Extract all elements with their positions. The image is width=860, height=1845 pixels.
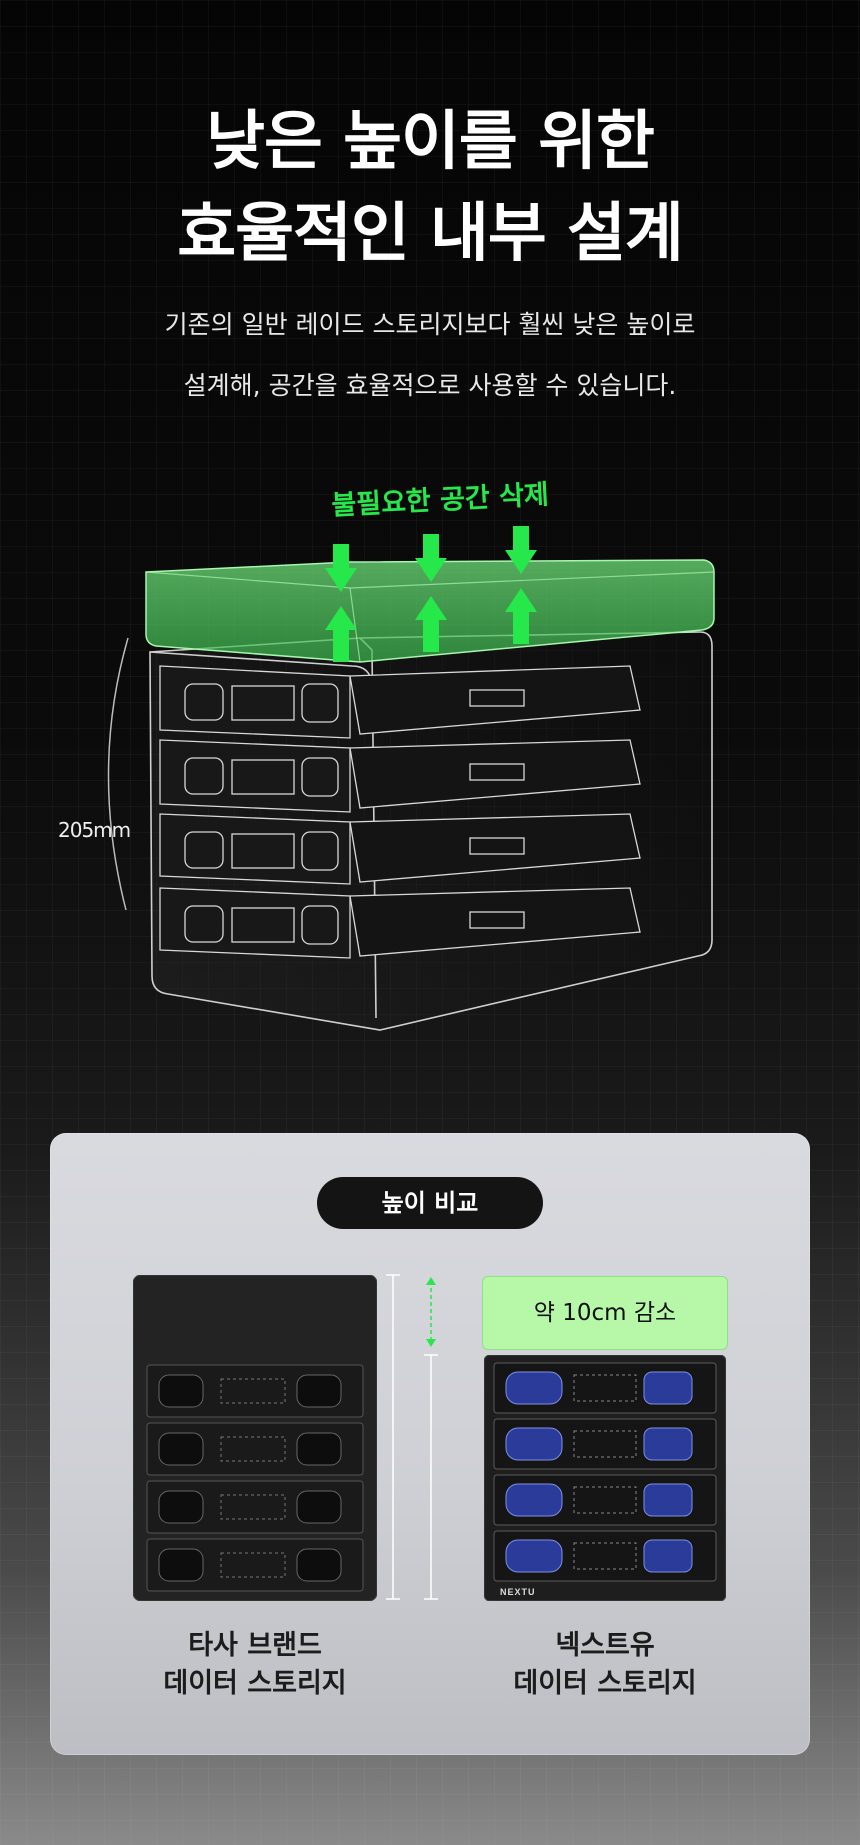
drive-tray-4 [159, 887, 641, 959]
drive-trays [159, 665, 641, 959]
description-line-1: 기존의 일반 레이드 스토리지보다 훨씬 낮은 높이로 [164, 310, 696, 339]
nextu-caption-line-2: 데이터 스토리지 [513, 1668, 697, 1699]
reduction-arrow-icon [426, 1277, 436, 1347]
other-brand-caption-line-1: 타사 브랜드 [188, 1630, 322, 1661]
drive-tray-2 [159, 739, 641, 813]
nextu-caption-line-1: 넥스트유 [555, 1630, 655, 1661]
nextu-logo: NEXTU [500, 1587, 536, 1597]
enclosure-illustration [107, 526, 715, 1031]
reduction-badge: 약 10cm 감소 [482, 1276, 728, 1350]
height-label: 205mm [58, 818, 131, 842]
headline-line-2: 효율적인 내부 설계 [177, 197, 684, 271]
headline: 낮은 높이를 위한 효율적인 내부 설계 [0, 96, 860, 280]
height-dimension-arc [107, 637, 129, 911]
arrow-down-icon [415, 534, 447, 582]
nextu-caption: 넥스트유 데이터 스토리지 [455, 1627, 755, 1703]
drive-tray-3 [159, 813, 641, 885]
headline-line-1: 낮은 높이를 위한 [206, 105, 655, 179]
drive-tray-1 [159, 665, 641, 739]
other-brand-device [133, 1275, 377, 1601]
arrow-up-icon [325, 606, 357, 662]
height-measure-lines [386, 1274, 438, 1600]
arrow-up-icon [505, 588, 537, 644]
other-brand-caption-line-2: 데이터 스토리지 [163, 1668, 347, 1699]
compress-arrows [325, 526, 537, 662]
arrow-down-icon [325, 544, 357, 592]
description-line-2: 설계해, 공간을 효율적으로 사용할 수 있습니다. [183, 371, 677, 400]
comparison-badge: 높이 비교 [317, 1177, 543, 1229]
other-brand-caption: 타사 브랜드 데이터 스토리지 [105, 1627, 405, 1703]
nextu-device: NEXTU [484, 1355, 726, 1601]
description: 기존의 일반 레이드 스토리지보다 훨씬 낮은 높이로 설계해, 공간을 효율적… [0, 294, 860, 416]
arrow-up-icon [415, 596, 447, 652]
height-comparison-card: 높이 비교 [50, 1133, 810, 1755]
arrow-down-icon [505, 526, 537, 574]
